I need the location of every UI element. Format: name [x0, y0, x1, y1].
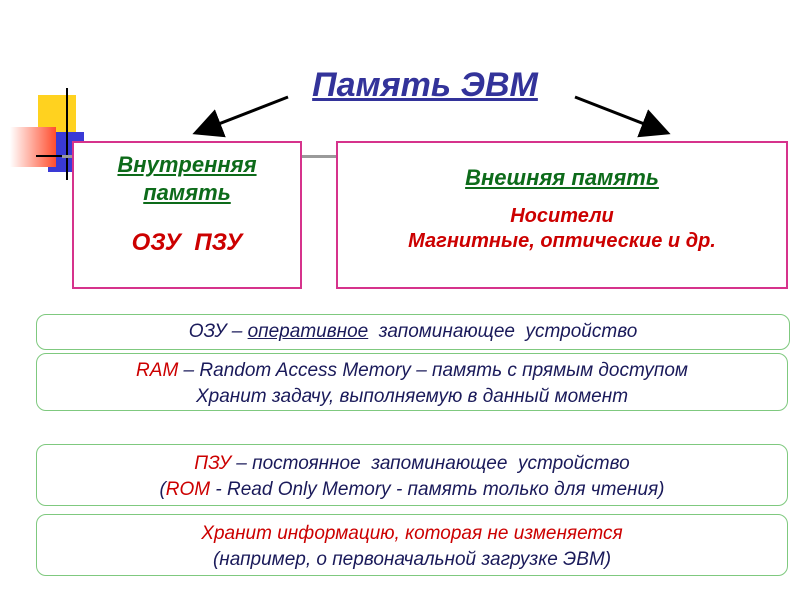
ram-info-panel: RAM – Random Access Memory – память с пр… — [36, 353, 788, 411]
rom-def-w3: устройство — [517, 453, 630, 474]
internal-heading-line2: память — [143, 180, 231, 205]
external-line1: Носители — [510, 205, 614, 227]
yellow-square — [38, 95, 76, 133]
page-title: Память ЭВМ — [312, 66, 538, 104]
rom-info-line1: Хранит информацию, которая не изменяется — [201, 523, 623, 544]
rom-info-line2: (например, о первоначальной загрузке ЭВМ… — [212, 549, 612, 570]
external-heading: Внешняя память — [465, 165, 659, 190]
external-line2: Магнитные, оптические и др. — [408, 230, 716, 252]
arrow-left — [192, 95, 289, 138]
rom-abbr: ROM — [165, 479, 211, 500]
ram-info-line2: Хранит задачу, выполняемую в данный моме… — [195, 386, 629, 407]
rom-def-line2: (ROM - Read Only Memory - память только … — [37, 477, 787, 503]
arrow-right — [574, 95, 671, 138]
rom-def-dash: – — [231, 453, 253, 474]
ram-def-w2: запоминающее — [378, 321, 515, 342]
rom-paren-open: ( — [159, 479, 166, 500]
red-square — [10, 127, 56, 167]
ram-def-dash: – — [226, 321, 248, 342]
rom-info-panel: Хранит информацию, которая не изменяется… — [36, 514, 788, 576]
internal-memory-box: Внутренняя память ОЗУ ПЗУ — [72, 141, 302, 289]
decor-hline-left — [36, 155, 66, 157]
rom-def-w1: постоянное — [252, 453, 361, 474]
external-memory-box: Внешняя память Носители Магнитные, оптич… — [336, 141, 788, 289]
internal-heading-line1: Внутренняя — [117, 152, 257, 177]
decor-vline — [66, 88, 68, 180]
rom-def-line2-rest: - Read Only Memory - память только для ч… — [210, 479, 665, 500]
ram-info-line1: RAM – Random Access Memory – память с пр… — [37, 358, 787, 384]
internal-types: ОЗУ ПЗУ — [131, 229, 243, 256]
ram-info-line1-rest: – Random Access Memory – память с прямым… — [178, 360, 688, 381]
ram-def-w1: оперативное — [247, 321, 369, 342]
ram-def-abbr: ОЗУ — [188, 321, 227, 342]
ram-abbr: RAM — [136, 360, 179, 381]
rom-def-abbr: ПЗУ — [194, 453, 232, 474]
ram-def-w3: устройство — [525, 321, 638, 342]
rom-definition-panel: ПЗУ – постоянное запоминающее устройство… — [36, 444, 788, 506]
rom-def-w2: запоминающее — [371, 453, 508, 474]
ram-definition-panel: ОЗУ – оперативное запоминающее устройств… — [36, 314, 790, 350]
rom-def-line1: ПЗУ – постоянное запоминающее устройство — [37, 451, 787, 477]
arrows — [192, 95, 671, 138]
